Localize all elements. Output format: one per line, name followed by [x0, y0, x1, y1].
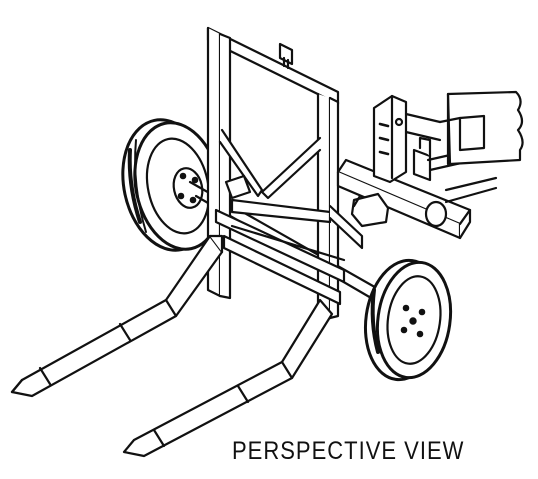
mast-frame	[208, 28, 338, 318]
view-caption: PERSPECTIVE VIEW	[232, 436, 465, 465]
tractor-coupling	[428, 92, 523, 202]
hitch-assembly	[338, 96, 470, 238]
left-fork	[12, 236, 222, 396]
right-fork	[124, 300, 332, 456]
mast-top-bracket	[280, 44, 292, 64]
left-wheel	[111, 111, 232, 258]
frame-braces	[216, 130, 362, 304]
left-wheel-hub	[170, 166, 206, 211]
right-wheel	[358, 255, 458, 384]
hitch-post-slots	[380, 124, 388, 154]
